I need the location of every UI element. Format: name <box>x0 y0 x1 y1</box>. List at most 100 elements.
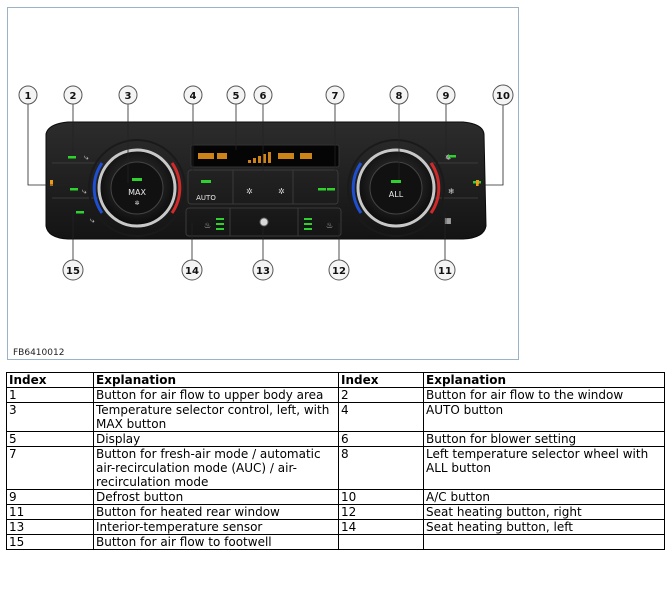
row-explanation: Defrost button <box>93 489 339 505</box>
svg-text:1: 1 <box>25 91 32 102</box>
row-explanation: Interior-temperature sensor <box>93 519 339 535</box>
callout-2: 2 <box>63 85 83 105</box>
header-explanation-left: Explanation <box>93 372 339 388</box>
callout-12: 12 <box>328 259 350 281</box>
figure-id: FB6410012 <box>13 348 65 358</box>
upper-body-airflow-icon: ⤷ <box>84 153 89 162</box>
table-row: 13 Interior-temperature sensor 14 Seat h… <box>6 519 665 535</box>
fan-small-icon: ✲ <box>246 187 253 196</box>
orange-indicator-leds <box>50 180 479 186</box>
row-explanation: Seat heating button, right <box>423 504 665 520</box>
callout-15: 15 <box>62 259 84 281</box>
row-explanation: Button for blower setting <box>423 431 665 447</box>
svg-text:12: 12 <box>332 266 346 277</box>
table-row: 11 Button for heated rear window 12 Seat… <box>6 504 665 520</box>
footwell-airflow-icon: ⤷ <box>90 216 95 225</box>
row-index: 4 <box>338 402 424 432</box>
callout-5: 5 <box>226 85 246 105</box>
table-row: 5 Display 6 Button for blower setting <box>6 431 665 447</box>
callout-13: 13 <box>252 259 274 281</box>
header-explanation-right: Explanation <box>423 372 665 388</box>
auto-button[interactable]: AUTO <box>196 180 216 202</box>
row-explanation: Left temperature selector wheel with ALL… <box>423 446 665 490</box>
row-explanation: Button for air flow to the window <box>423 387 665 403</box>
row-index: 15 <box>6 534 94 550</box>
left-temperature-knob[interactable]: MAX ✲ <box>88 139 186 237</box>
callout-10: 10 <box>492 84 514 106</box>
row-explanation: Button for air flow to footwell <box>93 534 339 550</box>
row-index: 2 <box>338 387 424 403</box>
ac-icon: ❄ <box>448 187 455 196</box>
legend-table: Index Explanation Index Explanation 1 Bu… <box>6 372 665 550</box>
row-explanation: AUTO button <box>423 402 665 432</box>
row-index: 3 <box>6 402 94 432</box>
row-index: 9 <box>6 489 94 505</box>
row-index: 6 <box>338 431 424 447</box>
svg-text:14: 14 <box>185 266 199 277</box>
callout-1: 1 <box>18 85 38 105</box>
rear-window-icon: ▦ <box>444 216 452 225</box>
row-index: 8 <box>338 446 424 490</box>
seat-heat-right-icon: ♨ <box>326 221 333 230</box>
legend-header-row: Index Explanation Index Explanation <box>6 372 665 388</box>
row-explanation: A/C button <box>423 489 665 505</box>
callout-9: 9 <box>436 85 456 105</box>
table-row: 3 Temperature selector control, left, wi… <box>6 402 665 432</box>
svg-text:5: 5 <box>233 91 240 102</box>
table-row: 9 Defrost button 10 A/C button <box>6 489 665 505</box>
auto-button-label: AUTO <box>196 194 216 202</box>
row-explanation: Temperature selector control, left, with… <box>93 402 339 432</box>
svg-text:9: 9 <box>443 91 450 102</box>
callout-markers: 1 2 3 4 5 6 7 8 9 10 11 12 13 14 15 <box>18 84 514 281</box>
callout-6: 6 <box>253 85 273 105</box>
climate-panel-illustration: MAX ✲ ALL AUTO ⤷ ⤷ ⤷ ✲ ✲ ♨ ♨ ❅ <box>18 84 514 281</box>
svg-text:7: 7 <box>332 91 339 102</box>
svg-text:4: 4 <box>190 91 197 102</box>
row-index: 7 <box>6 446 94 490</box>
row-explanation: Display <box>93 431 339 447</box>
callout-3: 3 <box>118 85 138 105</box>
callout-11: 11 <box>434 259 456 281</box>
svg-text:3: 3 <box>125 91 132 102</box>
row-explanation: Button for air flow to upper body area <box>93 387 339 403</box>
svg-text:10: 10 <box>496 91 510 102</box>
row-explanation: Button for fresh-air mode / automatic ai… <box>93 446 339 490</box>
table-row: 15 Button for air flow to footwell <box>6 534 665 550</box>
callout-4: 4 <box>183 85 203 105</box>
header-index-left: Index <box>6 372 94 388</box>
callout-14: 14 <box>181 259 203 281</box>
table-row: 1 Button for air flow to upper body area… <box>6 387 665 403</box>
seat-heat-left-icon: ♨ <box>204 221 211 230</box>
svg-text:13: 13 <box>256 266 270 277</box>
row-explanation <box>423 534 665 550</box>
row-explanation: Button for heated rear window <box>93 504 339 520</box>
diagram-figure: MAX ✲ ALL AUTO ⤷ ⤷ ⤷ ✲ ✲ ♨ ♨ ❅ <box>7 7 519 360</box>
row-index: 11 <box>6 504 94 520</box>
row-index: 12 <box>338 504 424 520</box>
row-index: 10 <box>338 489 424 505</box>
svg-text:✲: ✲ <box>134 200 139 207</box>
row-index <box>338 534 424 550</box>
max-button-label[interactable]: MAX <box>128 188 146 197</box>
svg-text:11: 11 <box>438 266 452 277</box>
row-index: 1 <box>6 387 94 403</box>
svg-text:2: 2 <box>70 91 77 102</box>
button-icons: ⤷ ⤷ ⤷ ✲ ✲ ♨ ♨ ❅ ❄ ▦ <box>82 153 455 230</box>
svg-text:8: 8 <box>396 91 403 102</box>
table-row: 7 Button for fresh-air mode / automatic … <box>6 446 665 490</box>
callout-8: 8 <box>389 85 409 105</box>
row-explanation: Seat heating button, left <box>423 519 665 535</box>
svg-text:15: 15 <box>66 266 80 277</box>
interior-temperature-sensor <box>259 217 269 227</box>
row-index: 5 <box>6 431 94 447</box>
window-airflow-icon: ⤷ <box>82 187 87 196</box>
all-button-label[interactable]: ALL <box>389 190 404 199</box>
row-index: 13 <box>6 519 94 535</box>
svg-text:6: 6 <box>260 91 267 102</box>
display-segments <box>198 152 312 163</box>
right-temperature-knob[interactable]: ALL <box>347 139 445 237</box>
callout-7: 7 <box>325 85 345 105</box>
row-index: 14 <box>338 519 424 535</box>
callout-leader-lines <box>27 103 504 270</box>
header-index-right: Index <box>338 372 424 388</box>
